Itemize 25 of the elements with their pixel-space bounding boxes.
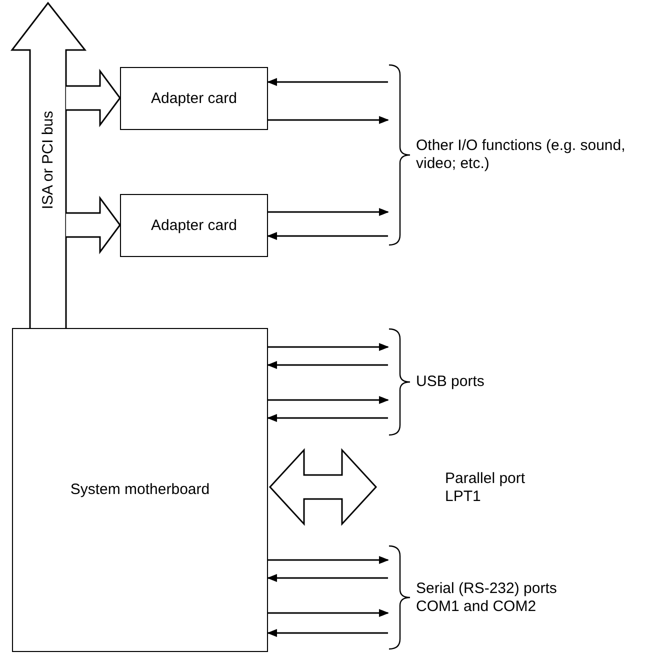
motherboard-box xyxy=(12,328,268,652)
arrow xyxy=(268,396,389,404)
port-text: Other I/O functions (e.g. sound, video; etc.) xyxy=(416,137,626,173)
arrow xyxy=(267,232,388,240)
double-arrow xyxy=(268,448,378,526)
arrow xyxy=(267,629,388,637)
arrow xyxy=(268,556,389,564)
arrow xyxy=(268,343,389,351)
adapter-card-box xyxy=(120,67,268,130)
arrow xyxy=(268,208,389,216)
port-text: USB ports xyxy=(416,373,484,391)
arrow xyxy=(267,574,388,582)
arrow xyxy=(268,116,389,124)
arrow xyxy=(268,609,389,617)
arrow xyxy=(267,414,388,422)
port-text: Parallel port LPT1 xyxy=(445,470,526,506)
bus-branch-arrow xyxy=(65,196,121,254)
arrow xyxy=(267,361,388,369)
adapter-card-box xyxy=(120,194,268,257)
arrow xyxy=(267,78,388,86)
bus-branch-arrow xyxy=(65,68,121,128)
box-label: System motherboard xyxy=(70,481,210,499)
box-label: Adapter card xyxy=(151,216,237,234)
box-label: Adapter card xyxy=(151,90,237,108)
port-text: Serial (RS-232) ports COM1 and COM2 xyxy=(416,580,558,616)
